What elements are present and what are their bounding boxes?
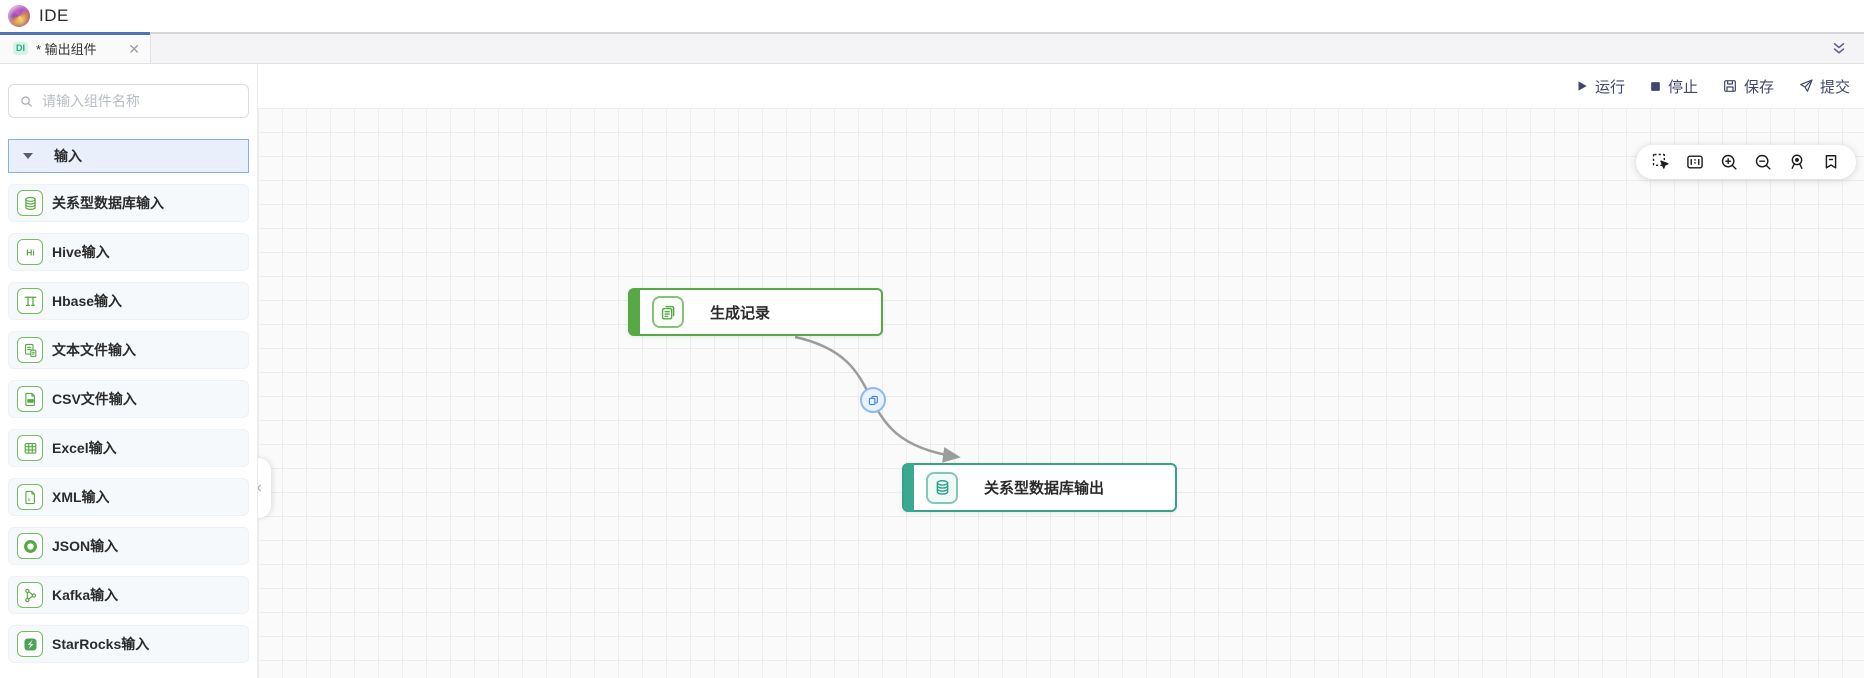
svg-text:CSV: CSV [27,398,33,402]
sidebar-item-label: Excel输入 [52,438,117,458]
sidebar-item-label: XML输入 [52,487,110,507]
play-icon [1575,79,1589,93]
sidebar-item-text-file-input[interactable]: 文本文件输入 [8,331,249,369]
sidebar-item-label: CSV文件输入 [52,389,137,409]
double-chevron-down-icon[interactable] [1830,40,1848,58]
minimap-icon[interactable] [1685,152,1705,172]
search-icon [19,94,34,109]
save-label: 保存 [1744,76,1774,97]
svg-text:x: x [27,498,30,503]
close-icon[interactable]: ✕ [128,42,140,56]
chevron-left-icon [258,482,265,494]
sidebar-collapse-handle[interactable] [258,458,271,518]
sidebar-item-xml-input[interactable]: x XML输入 [8,478,249,516]
database-icon [926,472,958,504]
tab-strip: DI * 输出组件 ✕ [0,32,1864,64]
xml-file-icon: x [17,484,43,510]
sidebar-item-label: Kafka输入 [52,585,118,605]
node-accent-bar [904,463,914,512]
kafka-icon [17,582,43,608]
sidebar-item-hbase-input[interactable]: Hbase输入 [8,282,249,320]
save-button[interactable]: 保存 [1722,76,1774,97]
database-icon [17,190,43,216]
sidebar-item-excel-input[interactable]: Excel输入 [8,429,249,467]
node-label: 生成记录 [710,302,770,323]
sidebar-item-kafka-input[interactable]: Kafka输入 [8,576,249,614]
hbase-icon [17,288,43,314]
title-bar: IDE [0,0,1864,32]
search-input[interactable] [42,93,238,109]
floppy-icon [1722,78,1738,94]
starrocks-icon [17,631,43,657]
sidebar-item-label: 关系型数据库输入 [52,193,164,213]
fit-view-icon[interactable] [1787,152,1807,172]
edge-layer [258,108,1864,678]
node-accent-bar [630,288,640,336]
svg-text:Hi: Hi [26,247,35,257]
submit-button[interactable]: 提交 [1798,76,1850,97]
sidebar-item-label: 文本文件输入 [52,340,136,360]
node-generate-records[interactable]: 生成记录 [628,288,883,336]
sidebar-item-json-input[interactable]: JSON输入 [8,527,249,565]
sidebar-item-hive-input[interactable]: Hi Hive输入 [8,233,249,271]
copy-icon [867,394,880,407]
zoom-out-icon[interactable] [1753,152,1773,172]
tab-type-badge: DI [13,42,28,55]
sidebar-item-starrocks-input[interactable]: StarRocks输入 [8,625,249,663]
zoom-in-icon[interactable] [1719,152,1739,172]
run-label: 运行 [1595,76,1625,97]
sidebar-item-csv-file-input[interactable]: CSV CSV文件输入 [8,380,249,418]
csv-file-icon: CSV [17,386,43,412]
chevron-down-icon [23,153,33,159]
hive-icon: Hi [17,239,43,265]
text-file-icon [17,337,43,363]
flow-canvas[interactable]: 生成记录 关系型数据库输出 [258,108,1864,678]
sidebar-item-label: Hive输入 [52,242,110,262]
tab-title: * 输出组件 [36,39,128,58]
run-button[interactable]: 运行 [1575,76,1625,97]
sidebar-item-relational-db-input[interactable]: 关系型数据库输入 [8,184,249,222]
node-label: 关系型数据库输出 [984,477,1104,498]
records-icon [652,296,684,328]
sidebar-item-label: Hbase输入 [52,291,122,311]
excel-grid-icon [17,435,43,461]
app-title: IDE [39,6,69,26]
editor-area: 运行 停止 保存 提交 [258,64,1864,678]
stop-button[interactable]: 停止 [1649,76,1698,97]
stop-icon [1649,80,1662,93]
edge-midpoint-button[interactable] [860,387,886,413]
submit-label: 提交 [1820,76,1850,97]
marquee-select-icon[interactable] [1651,152,1671,172]
section-label: 输入 [54,146,82,166]
sidebar-item-label: JSON输入 [52,536,118,556]
json-ring-icon [17,533,43,559]
main-area: 输入 关系型数据库输入 Hi Hive输入 [0,64,1864,678]
component-sidebar: 输入 关系型数据库输入 Hi Hive输入 [0,64,258,678]
node-relational-db-output[interactable]: 关系型数据库输出 [902,463,1177,512]
stop-label: 停止 [1668,76,1698,97]
component-search [8,84,249,118]
sidebar-item-label: StarRocks输入 [52,634,149,654]
pipeline-actions-toolbar: 运行 停止 保存 提交 [258,64,1864,108]
bookmark-icon[interactable] [1821,152,1841,172]
paper-plane-icon [1798,78,1814,94]
app-logo-icon [8,5,30,27]
canvas-tools [1636,145,1856,179]
tab-output-component[interactable]: DI * 输出组件 ✕ [0,34,151,63]
section-input-header[interactable]: 输入 [8,139,249,173]
